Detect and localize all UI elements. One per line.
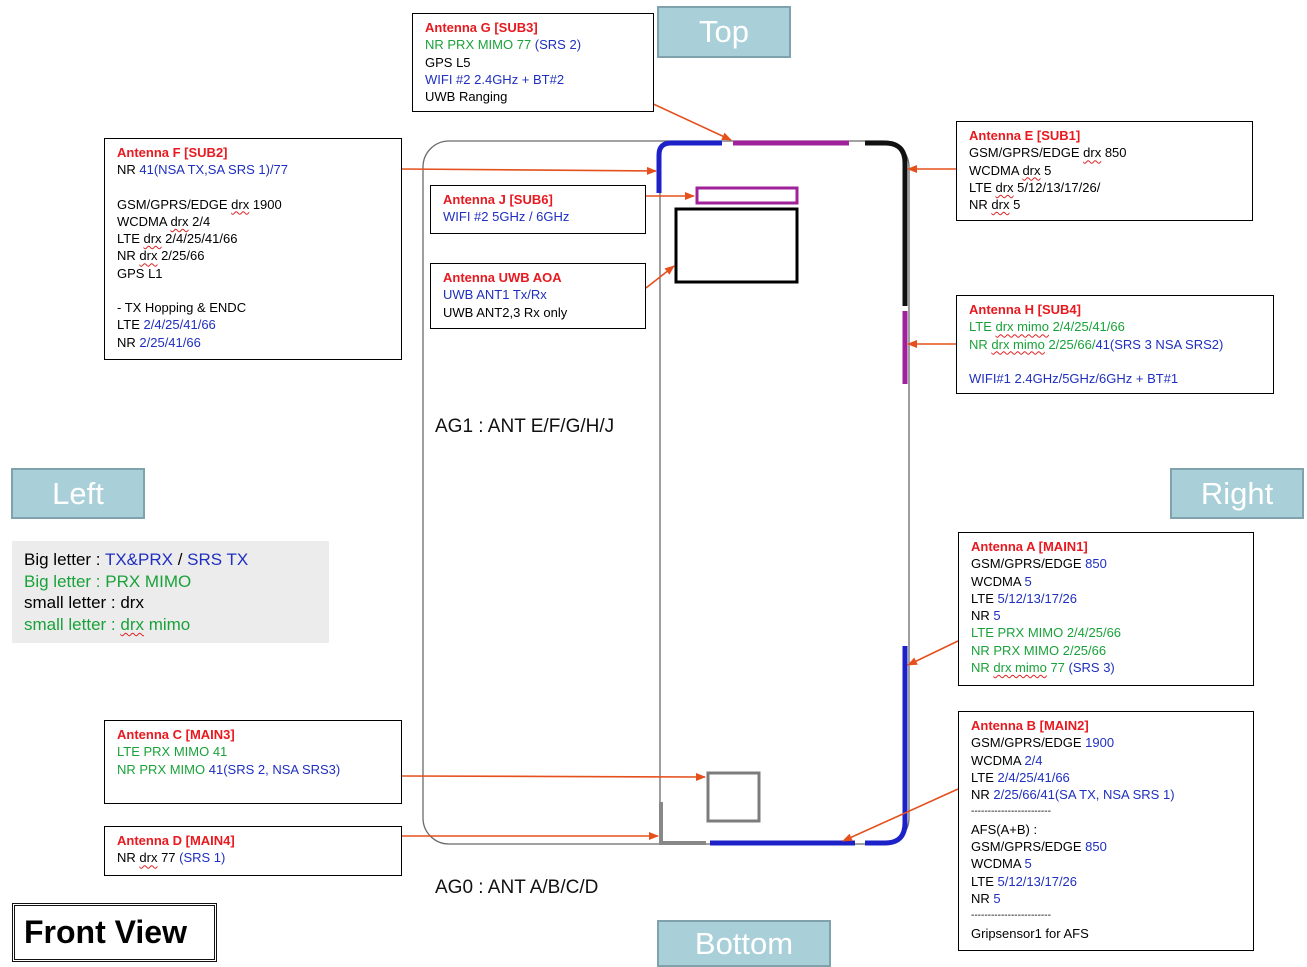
antenna-e-line-1: GSM/GPRS/EDGE drx 850 <box>969 145 1127 161</box>
antenna-b-segment <box>865 822 908 846</box>
antenna-a-line-6: NR PRX MIMO 2/25/66 <box>971 642 1107 658</box>
antenna-uwb-title: Antenna UWB AOA <box>443 270 562 285</box>
arrow-uwb <box>645 265 675 289</box>
antenna-d-segment <box>659 802 706 845</box>
antenna-a-line-4: NR 5 <box>971 608 1001 624</box>
antenna-h-line-3: WIFI#1 2.4GHz/5GHz/6GHz + BT#1 <box>969 370 1179 386</box>
antenna-b-line-8: LTE 5/12/13/17/26 <box>971 873 1078 889</box>
arrow-c <box>401 772 706 781</box>
antenna-b-line-1: GSM/GPRS/EDGE 1900 <box>971 735 1115 751</box>
group-ag0-label: AG0 : ANT A/B/C/D <box>435 877 599 898</box>
antenna-uwb-line-1: UWB ANT1 Tx/Rx <box>443 287 547 303</box>
antenna-j-title: Antenna J [SUB6] <box>443 192 553 207</box>
phone-outline <box>422 140 910 845</box>
antenna-g-box: Antenna G [SUB3] NR PRX MIMO 77 (SRS 2) … <box>412 13 654 112</box>
antenna-j-element <box>695 186 799 205</box>
antenna-b-line-4: NR 2/25/66/41(SA TX, NSA SRS 1) <box>971 787 1175 803</box>
antenna-e-box: Antenna E [SUB1] GSM/GPRS/EDGE drx 850 W… <box>956 121 1253 221</box>
antenna-h-box: Antenna H [SUB4] LTE drx mimo 2/4/25/41/… <box>956 295 1274 394</box>
antenna-e-line-3: LTE drx 5/12/13/17/26/ <box>969 179 1101 195</box>
antenna-b-separator-1: ------------------------ <box>971 806 1051 818</box>
antenna-b-line-2: WCDMA 2/4 <box>971 752 1043 768</box>
antenna-a-line-2: WCDMA 5 <box>971 573 1032 589</box>
antenna-f-spacer-2 <box>117 282 389 299</box>
antenna-g-line-4: UWB Ranging <box>425 89 508 105</box>
antenna-g-line-2: GPS L5 <box>425 54 471 70</box>
antenna-h-title: Antenna H [SUB4] <box>969 302 1081 317</box>
legend-row-4: small letter : drx mimo <box>24 614 191 634</box>
group-ag1-label: AG1 : ANT E/F/G/H/J <box>435 416 615 437</box>
antenna-d-box: Antenna D [MAIN4] NR drx 77 (SRS 1) <box>104 826 402 876</box>
arrow-f <box>401 166 657 175</box>
front-view-label: Front View <box>12 903 217 962</box>
antenna-d-title: Antenna D [MAIN4] <box>117 833 235 848</box>
tab-left: Left <box>11 468 145 519</box>
antenna-e-title: Antenna E [SUB1] <box>969 128 1081 143</box>
antenna-f-line-hopping: - TX Hopping & ENDC <box>117 300 247 316</box>
antenna-e-segment <box>865 140 908 306</box>
antenna-e-line-2: WCDMA drx 5 <box>969 162 1052 178</box>
antenna-f-title: Antenna F [SUB2] <box>117 145 228 160</box>
antenna-f-line-lte: LTE drx 2/4/25/41/66 <box>117 231 238 247</box>
antenna-a-line-1: GSM/GPRS/EDGE 850 <box>971 556 1107 572</box>
legend-row-3: small letter : drx <box>24 593 144 613</box>
antenna-g-line-3: WIFI #2 2.4GHz + BT#2 <box>425 71 565 87</box>
antenna-b-separator-2: ------------------------ <box>971 910 1051 922</box>
antenna-c-line-2: NR PRX MIMO 41(SRS 2, NSA SRS3) <box>117 761 341 777</box>
antenna-b-line-7: WCDMA 5 <box>971 856 1032 872</box>
antenna-a-title: Antenna A [MAIN1] <box>971 539 1088 554</box>
antenna-c-box: Antenna C [MAIN3] LTE PRX MIMO 41 NR PRX… <box>104 720 402 804</box>
antenna-f-line-nr: NR 41(NSA TX,SA SRS 1)/77 <box>117 162 289 178</box>
antenna-b-box: Antenna B [MAIN2] GSM/GPRS/EDGE 1900 WCD… <box>958 711 1254 951</box>
antenna-f-box: Antenna F [SUB2] NR 41(NSA TX,SA SRS 1)/… <box>104 138 402 360</box>
uwb-module <box>674 207 799 284</box>
antenna-b-title: Antenna B [MAIN2] <box>971 718 1089 733</box>
antenna-f-line-wcdma: WCDMA drx 2/4 <box>117 213 211 229</box>
antenna-f-segment <box>656 140 722 193</box>
arrow-a <box>907 640 959 666</box>
antenna-h-line-1: LTE drx mimo 2/4/25/41/66 <box>969 319 1125 335</box>
antenna-c-title: Antenna C [MAIN3] <box>117 727 235 742</box>
antenna-uwb-line-2: UWB ANT2,3 Rx only <box>443 304 568 320</box>
antenna-b-line-9: NR 5 <box>971 890 1001 906</box>
antenna-h-spacer <box>969 353 1261 370</box>
antenna-a-line-5: LTE PRX MIMO 2/4/25/66 <box>971 625 1122 641</box>
antenna-f-line-nr-tx: NR 2/25/41/66 <box>117 334 201 350</box>
antenna-h-line-2: NR drx mimo 2/25/66/41(SRS 3 NSA SRS2) <box>969 336 1224 352</box>
antenna-f-line-gps: GPS L1 <box>117 265 163 281</box>
antenna-j-box: Antenna J [SUB6] WIFI #2 5GHz / 6GHz <box>430 185 646 234</box>
antenna-j-line-1: WIFI #2 5GHz / 6GHz <box>443 209 570 225</box>
antenna-uwb-box: Antenna UWB AOA UWB ANT1 Tx/Rx UWB ANT2,… <box>430 263 646 329</box>
tab-right: Right <box>1170 468 1304 519</box>
antenna-a-box: Antenna A [MAIN1] GSM/GPRS/EDGE 850 WCDM… <box>958 532 1254 686</box>
tab-top: Top <box>657 6 791 58</box>
antenna-b-line-5: AFS(A+B) : <box>971 821 1038 837</box>
antenna-e-line-4: NR drx 5 <box>969 197 1021 213</box>
tab-bottom: Bottom <box>657 920 831 967</box>
antenna-d-line-1: NR drx 77 (SRS 1) <box>117 850 226 866</box>
antenna-f-line-gsm: GSM/GPRS/EDGE drx 1900 <box>117 196 282 212</box>
antenna-g-line-1: NR PRX MIMO 77 (SRS 2) <box>425 37 582 53</box>
color-legend: Big letter : TX&PRX / SRS TX Big letter … <box>12 541 329 643</box>
antenna-g-title: Antenna G [SUB3] <box>425 20 538 35</box>
antenna-a-line-7: NR drx mimo 77 (SRS 3) <box>971 660 1115 676</box>
antenna-b-line-6: GSM/GPRS/EDGE 850 <box>971 839 1107 855</box>
antenna-a-line-3: LTE 5/12/13/17/26 <box>971 590 1078 606</box>
legend-row-1: Big letter : TX&PRX / SRS TX <box>24 550 249 569</box>
antenna-c-module <box>706 771 761 823</box>
arrow-b <box>842 788 959 842</box>
legend-row-2: Big letter : PRX MIMO <box>24 571 192 591</box>
antenna-c-line-1: LTE PRX MIMO 41 <box>117 744 228 760</box>
antenna-f-line-lte-tx: LTE 2/4/25/41/66 <box>117 317 216 333</box>
antenna-b-line-10: Gripsensor1 for AFS <box>971 925 1089 941</box>
antenna-f-spacer <box>117 179 389 196</box>
antenna-f-line-nr-drx: NR drx 2/25/66 <box>117 248 205 264</box>
antenna-b-line-3: LTE 2/4/25/41/66 <box>971 769 1070 785</box>
